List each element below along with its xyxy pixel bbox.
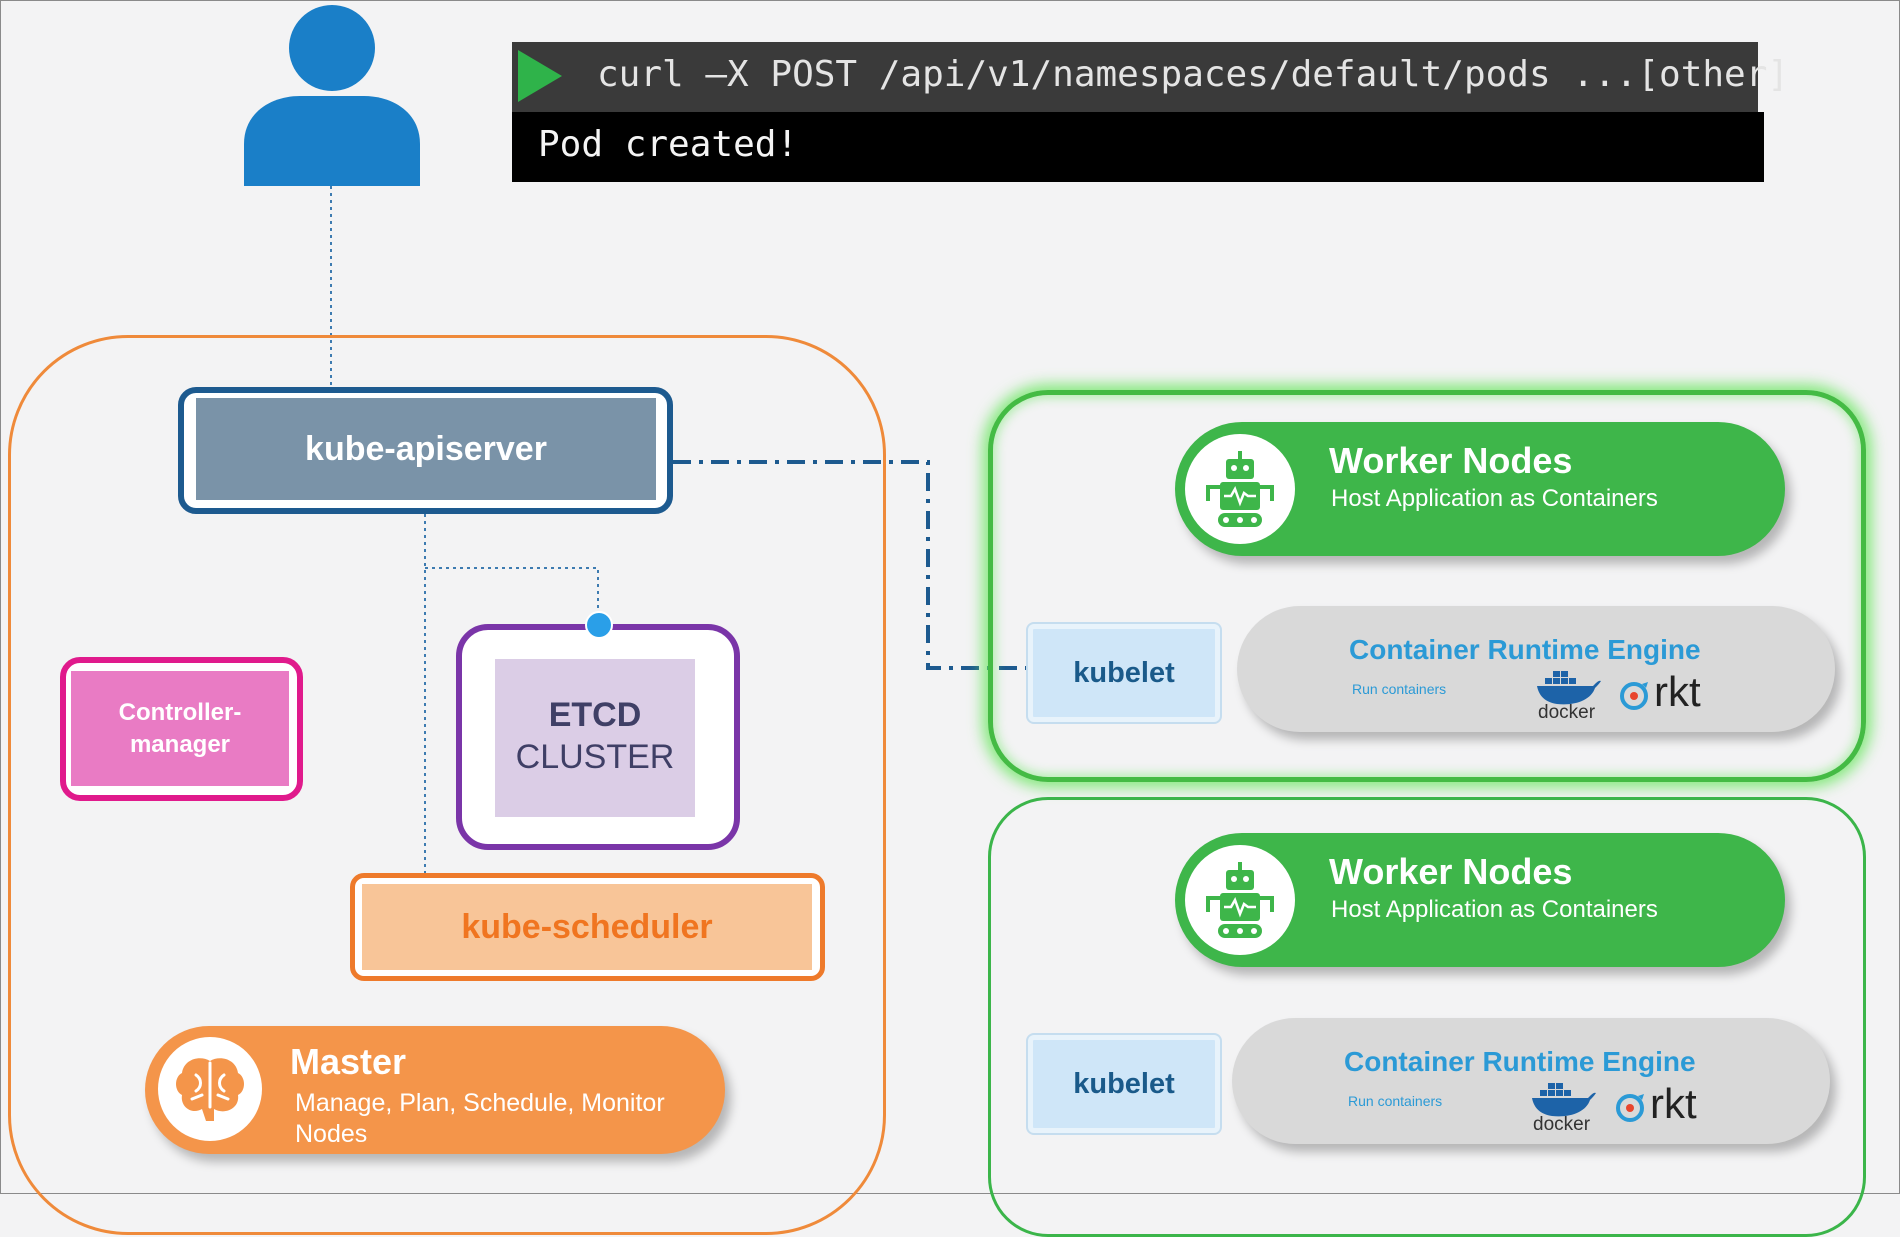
robot-icon <box>1206 862 1274 938</box>
apiserver-to-kubelet-line <box>673 460 1028 670</box>
terminal-command: curl –X POST /api/v1/namespaces/default/… <box>597 54 1790 95</box>
kube-apiserver-fill <box>196 398 656 500</box>
apiserver-to-etcd-line <box>425 567 599 612</box>
master-title: Master <box>290 1041 407 1082</box>
worker-node-2-title: Worker Nodes <box>1329 851 1573 892</box>
terminal-command-bar <box>512 42 1758 112</box>
docker-icon <box>1537 671 1601 705</box>
rkt-icon <box>1616 1094 1644 1122</box>
worker-node-2-runtime-subtitle: Run containers <box>1348 1093 1443 1109</box>
worker-node-2-runtime-engine <box>1232 1018 1830 1144</box>
worker-node-2-docker-label: docker <box>1533 1114 1591 1135</box>
worker-node-1-subtitle: Host Application as Containers <box>1331 485 1658 512</box>
master-subtitle: Manage, Plan, Schedule, Monitor Nodes <box>295 1089 665 1148</box>
worker-node-1-runtime-engine <box>1237 606 1835 732</box>
terminal-output <box>512 112 1764 182</box>
worker-node-2-rkt-label: rkt <box>1650 1080 1697 1127</box>
user-icon <box>244 5 420 186</box>
controller-manager-fill <box>71 671 289 786</box>
docker-icon <box>1532 1083 1596 1117</box>
worker-node-1-runtime-subtitle: Run containers <box>1352 681 1447 697</box>
kube-scheduler-label: kube-scheduler <box>461 907 713 946</box>
terminal-output-text: Pod created! <box>538 124 799 165</box>
play-icon[interactable] <box>516 48 564 104</box>
worker-node-2-kubelet: kubelet <box>1026 1033 1222 1135</box>
etcd-cluster-label: CLUSTER <box>515 738 675 776</box>
etcd-label: ETCD <box>548 696 642 734</box>
worker-node-1-kubelet: kubelet <box>1026 622 1222 724</box>
brain-icon <box>176 1058 244 1121</box>
worker-node-1-docker-label: docker <box>1538 702 1596 723</box>
worker-node-1-container <box>988 390 1866 782</box>
rkt-icon <box>1620 682 1648 710</box>
worker-node-2-subtitle: Host Application as Containers <box>1331 896 1658 923</box>
worker-node-2-runtime-title: Container Runtime Engine <box>1344 1046 1696 1077</box>
kube-scheduler-fill <box>362 884 812 970</box>
worker-node-1-title: Worker Nodes <box>1329 440 1573 481</box>
etcd-cluster-fill <box>495 659 695 817</box>
worker-node-1-runtime-title: Container Runtime Engine <box>1349 634 1701 665</box>
worker-node-1-rkt-label: rkt <box>1654 668 1701 715</box>
etcd-connector-dot <box>585 611 613 639</box>
kube-apiserver-label: kube-apiserver <box>305 429 547 468</box>
connector-lines <box>330 186 1028 873</box>
controller-manager-label: Controller-manager <box>118 698 242 758</box>
robot-icon <box>1206 451 1274 527</box>
